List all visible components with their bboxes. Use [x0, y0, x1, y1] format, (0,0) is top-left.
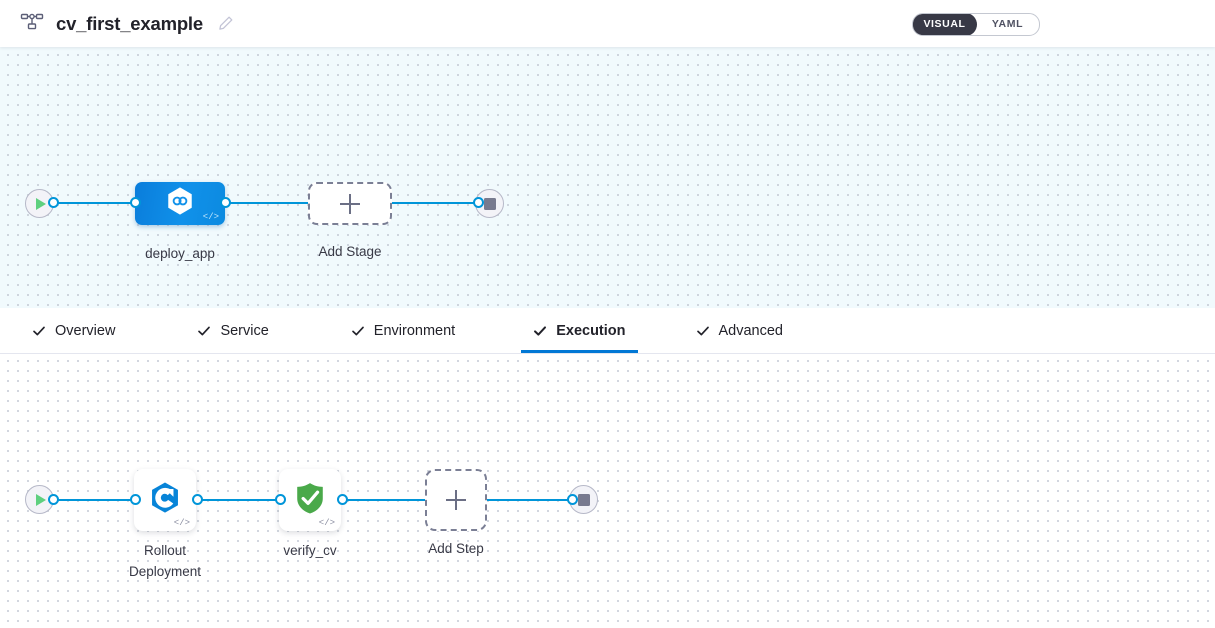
code-badge: </> [202, 212, 219, 222]
port-exec-start-out [48, 494, 59, 505]
kubernetes-rollout-icon [146, 479, 184, 522]
stage-end-node[interactable] [475, 189, 504, 218]
port-verify-out [337, 494, 348, 505]
view-mode-toggle[interactable]: VISUAL YAML [912, 13, 1040, 36]
stage-label-deploy-app: deploy_app [145, 246, 215, 261]
stage-canvas[interactable]: </> deploy_app Add Stage [0, 47, 1215, 308]
edge-deploy-to-addstage [224, 202, 308, 204]
check-icon [351, 324, 365, 338]
port-deploy-in [130, 197, 141, 208]
add-stage-label: Add Stage [318, 244, 382, 259]
stage-node-deploy-app[interactable]: </> [135, 182, 225, 225]
app-header: cv_first_example VISUAL YAML [0, 0, 1215, 47]
tab-execution[interactable]: Execution [521, 309, 638, 353]
edge-rollout-to-verify [196, 499, 280, 501]
check-icon [533, 324, 547, 338]
mode-option-yaml[interactable]: YAML [991, 18, 1024, 30]
plus-icon [340, 193, 360, 214]
stop-icon [577, 493, 590, 506]
play-icon [36, 493, 46, 506]
port-end-in [473, 197, 484, 208]
stop-icon [483, 197, 496, 210]
tab-label: Service [220, 323, 269, 339]
step-label-rollout-deployment: Rollout Deployment [105, 540, 225, 582]
stage-tab-bar: Overview Service Environment Execution A… [0, 308, 1215, 354]
step-node-verify-cv[interactable]: </> [279, 469, 341, 531]
execution-canvas[interactable]: </> Rollout Deployment </> verify_cv Add… [0, 353, 1215, 628]
tab-overview[interactable]: Overview [20, 309, 127, 353]
port-rollout-out [192, 494, 203, 505]
port-verify-in [275, 494, 286, 505]
port-rollout-in [130, 494, 141, 505]
check-icon [32, 324, 46, 338]
step-label-line1: Rollout [143, 543, 187, 558]
port-deploy-out [220, 197, 231, 208]
edge-start-to-deploy [54, 202, 138, 204]
tab-label: Environment [373, 323, 456, 339]
edge-start-to-rollout [54, 499, 136, 501]
tab-label: Advanced [718, 323, 784, 339]
tab-environment[interactable]: Environment [339, 309, 467, 353]
port-exec-end-in [567, 494, 578, 505]
check-icon [197, 324, 211, 338]
edge-addstep-to-end [487, 499, 571, 501]
pipeline-flow-icon [20, 12, 44, 36]
edge-addstage-to-end [392, 202, 478, 204]
tab-advanced[interactable]: Advanced [684, 309, 796, 353]
add-step-label: Add Step [428, 541, 484, 556]
plus-icon [446, 490, 466, 510]
step-node-rollout-deployment[interactable]: </> [134, 469, 196, 531]
edge-verify-to-addstep [340, 499, 426, 501]
header-left-group: cv_first_example [20, 0, 234, 47]
code-badge: </> [173, 518, 190, 528]
harness-cd-icon [163, 184, 197, 223]
mode-option-visual[interactable]: VISUAL [913, 14, 976, 35]
tab-service[interactable]: Service [185, 309, 280, 353]
tab-label: Overview [55, 323, 116, 339]
pencil-icon[interactable] [217, 15, 234, 32]
code-badge: </> [318, 518, 335, 528]
step-label-line2: Deployment [128, 564, 202, 579]
add-step-node[interactable] [425, 469, 487, 531]
add-stage-node[interactable] [308, 182, 392, 225]
green-shield-check-icon [292, 480, 328, 521]
page-title: cv_first_example [56, 12, 203, 34]
play-icon [36, 197, 46, 210]
check-icon [696, 324, 710, 338]
port-start-out [48, 197, 59, 208]
step-label-verify-cv: verify_cv [283, 543, 337, 558]
tab-label: Execution [556, 323, 626, 339]
